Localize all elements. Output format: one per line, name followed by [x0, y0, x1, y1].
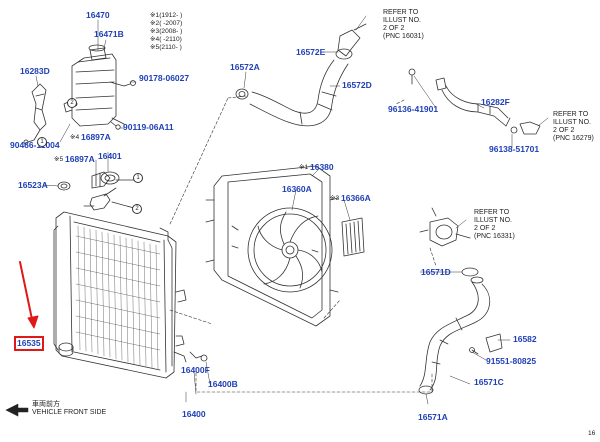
ring-16523A — [57, 181, 71, 191]
part-16572D[interactable]: 16572D — [342, 80, 372, 90]
marker-1: 1 — [133, 173, 143, 183]
part-16582[interactable]: 16582 — [513, 334, 537, 344]
leader-lines — [35, 15, 549, 405]
note-2: ※2( -2007) — [150, 20, 183, 27]
part-16283D[interactable]: 16283D — [20, 66, 50, 76]
lower-hose-illustration — [418, 276, 503, 395]
front-arrow-icon — [5, 403, 29, 417]
part-91551-80825[interactable]: 91551-80825 — [486, 356, 537, 366]
marker-2: 2 — [132, 204, 142, 214]
refer-pnc-16031[interactable]: REFER TO ILLUST NO. 2 OF 2 (PNC 16031) — [383, 9, 424, 40]
marker-1b: 1 — [37, 137, 47, 147]
part-16400F[interactable]: 16400F — [181, 365, 210, 375]
part-96136-41901[interactable]: 96136-41901 — [388, 104, 439, 114]
part-16400B[interactable]: 16400B — [208, 379, 238, 389]
part-16470[interactable]: 16470 — [86, 10, 110, 20]
part-16360A[interactable]: 16360A — [282, 184, 312, 194]
fan-shroud-illustration — [205, 165, 339, 327]
part-96138-51701[interactable]: 96138-51701 — [489, 144, 540, 154]
part-16380[interactable]: 16380 — [310, 162, 334, 172]
filter-16366A — [341, 217, 365, 257]
vehicle-front-label: 車両前方 VEHICLE FRONT SIDE — [32, 401, 106, 417]
part-16572E[interactable]: 16572E — [296, 47, 326, 57]
reserve-tank-illustration — [63, 44, 136, 130]
part-16897A-4[interactable]: 16897A — [81, 132, 111, 142]
part-16400[interactable]: 16400 — [182, 409, 206, 419]
part-16471B[interactable]: 16471B — [94, 29, 124, 39]
part-90119-06A11[interactable]: 90119-06A11 — [123, 122, 174, 132]
corner-text: 16 — [588, 430, 596, 437]
bracket-hose-16283D — [23, 83, 47, 145]
upper-hose-illustration — [235, 23, 367, 127]
part-16571C[interactable]: 16571C — [474, 377, 504, 387]
part-16282F[interactable]: 16282F — [481, 97, 510, 107]
part-16571A[interactable]: 16571A — [418, 412, 448, 422]
radiator-illustration — [53, 211, 208, 379]
mark-4: ※4 — [70, 134, 80, 141]
mark-3: ※3 — [330, 195, 340, 202]
marker-2b: 2 — [67, 98, 77, 108]
part-16366A[interactable]: 16366A — [341, 193, 371, 203]
clip-and-cap — [83, 171, 137, 211]
bypass-hose-illustration — [408, 68, 541, 135]
inlet-illustration — [419, 207, 479, 277]
part-16897A-5[interactable]: 16897A — [65, 154, 95, 164]
vehicle-front-jp: 車両前方 — [32, 401, 60, 408]
mark-5: ※5 — [54, 156, 64, 163]
note-3: ※3(2008- ) — [150, 28, 183, 35]
part-16571D[interactable]: 16571D — [421, 267, 451, 277]
dashed-leaders — [169, 95, 437, 393]
note-4: ※4( -2110) — [150, 36, 182, 43]
part-16535[interactable]: 16535 — [14, 336, 44, 351]
part-16401[interactable]: 16401 — [98, 151, 122, 161]
highlight-arrow — [19, 261, 34, 325]
part-90178-06027[interactable]: 90178-06027 — [139, 73, 190, 83]
note-1: ※1(1912- ) — [150, 12, 183, 19]
note-5: ※5(2110- ) — [150, 44, 182, 51]
refer-pnc-16331[interactable]: REFER TO ILLUST NO. 2 OF 2 (PNC 16331) — [474, 209, 515, 240]
mark-1: ※1 — [299, 164, 309, 171]
part-16523A[interactable]: 16523A — [18, 180, 48, 190]
part-90466-11004[interactable]: 90466-11004 — [10, 140, 60, 150]
vehicle-front-en: VEHICLE FRONT SIDE — [32, 409, 107, 416]
refer-pnc-16279[interactable]: REFER TO ILLUST NO. 2 OF 2 (PNC 16279) — [553, 111, 594, 142]
part-16572A[interactable]: 16572A — [230, 62, 260, 72]
